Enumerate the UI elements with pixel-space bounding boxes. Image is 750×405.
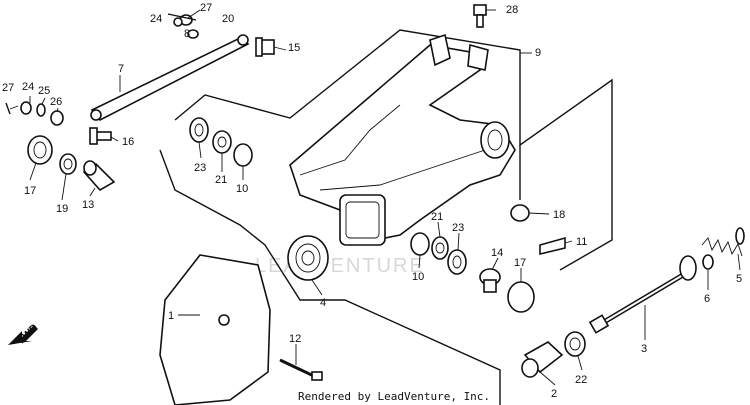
bearing-part-21-left [212,130,232,154]
callout-7: 7 [118,63,124,75]
callout-3: 3 [641,343,647,355]
fwd-arrow-icon [8,325,38,345]
drive-shaft-part-3 [588,255,697,334]
leader-lines [9,9,741,386]
bolt-part-16 [89,127,112,145]
hardware-top-parts [167,13,199,39]
group-outline-lower [159,149,501,405]
bolt-part-14 [479,268,501,293]
spring-part-5 [701,227,745,257]
callout-25: 25 [38,85,50,97]
callout-28: 28 [506,4,518,16]
callout-4: 4 [320,297,326,309]
cap-part-17-right [507,281,535,313]
callout-14: 14 [491,247,503,259]
left-hardware-parts [5,101,64,126]
callout-22: 22 [575,374,587,386]
callout-10-left: 10 [236,183,248,195]
bolt-part-15 [255,37,275,57]
callout-2: 2 [551,388,557,400]
callout-17-left: 17 [24,185,36,197]
callout-10-right: 10 [412,271,424,283]
callout-9: 9 [535,47,541,59]
callout-21-right: 21 [431,211,443,223]
swingarm-part-9 [289,33,516,246]
callout-18: 18 [553,209,565,221]
washer-part-19 [59,153,77,175]
cap-part-10-right [410,232,430,256]
callout-8: 8 [184,28,190,40]
bearing-part-21-right [431,236,449,260]
label-plate-part-11 [539,236,566,256]
nut-part-18 [510,204,530,222]
watermark: LEADVENTURE [255,255,425,277]
bearing-part-23-left [189,117,209,143]
callout-5: 5 [736,273,742,285]
cap-part-10-left [233,143,253,167]
callout-27-left: 27 [2,82,14,94]
callout-23-left: 23 [194,162,206,174]
callout-13: 13 [82,199,94,211]
callout-27-top: 27 [200,2,212,14]
bearing-part-23-right [447,249,467,275]
callout-19: 19 [56,203,68,215]
callout-17-right: 17 [514,257,526,269]
callout-11: 11 [576,236,587,248]
callout-26: 26 [50,96,62,108]
callout-labels: 24 27 20 8 15 28 9 7 27 24 25 26 16 17 1… [2,2,742,400]
callout-15: 15 [288,42,300,54]
boot-part-4 [287,235,329,281]
callout-21-left: 21 [215,174,227,186]
callout-23-right: 23 [452,222,464,234]
clip-part-6 [702,254,714,270]
callout-16: 16 [122,136,134,148]
group-outline-upper [174,29,613,271]
callout-20: 20 [222,13,234,25]
cover-part-1 [159,254,271,405]
credit-text: Rendered by LeadVenture, Inc. [298,390,490,403]
bolt-part-12 [279,358,323,381]
callout-12: 12 [289,333,301,345]
seal-part-22 [564,331,586,357]
bolt-part-28 [473,4,487,28]
fwd-label: FWD [16,322,40,346]
seal-part-17-left [27,135,53,165]
callout-24-left: 24 [22,81,34,93]
callout-6: 6 [704,293,710,305]
callout-1: 1 [168,310,174,322]
universal-joint-part-2 [521,341,564,378]
brake-rod-part-7 [90,34,250,122]
callout-24-top: 24 [150,13,162,25]
pivot-bolt-part-13 [82,160,116,192]
